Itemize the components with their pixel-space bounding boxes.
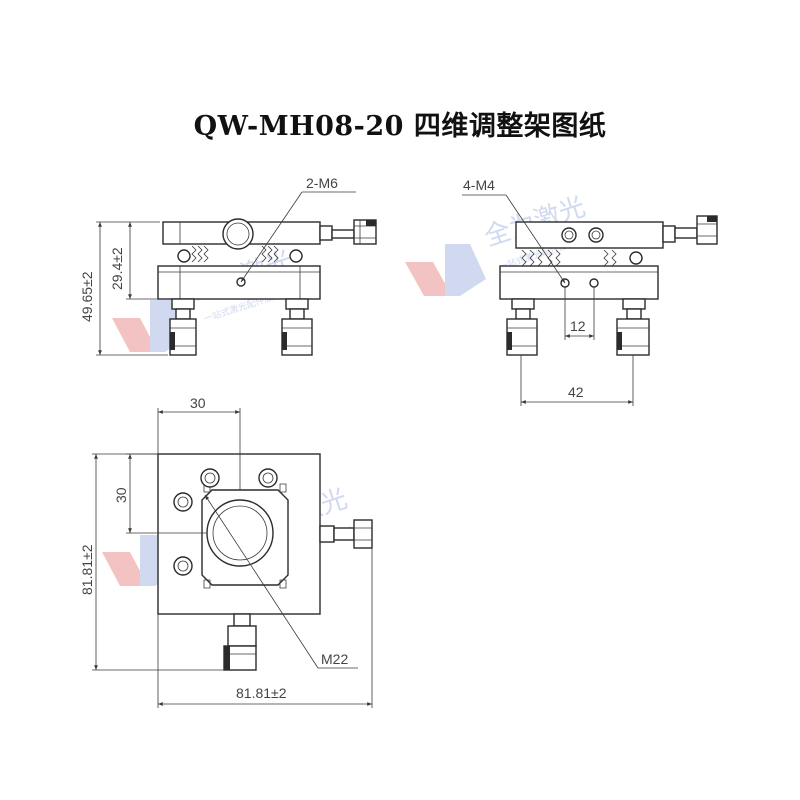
front-bottom-knob-right <box>616 298 650 356</box>
top-width-offset-dim: 30 <box>190 395 206 411</box>
side-springs <box>177 245 303 263</box>
side-upper-height-dim: 29.4±2 <box>109 247 125 290</box>
top-bottom-knob <box>223 613 257 671</box>
top-view: 30 30 81.81±2 81.81±2 M22 <box>79 395 373 708</box>
watermark-logo-red <box>112 318 158 352</box>
top-width-dim: 81.81±2 <box>236 685 287 701</box>
top-screw-bl <box>173 556 193 576</box>
top-screw-tr <box>258 468 278 488</box>
top-screw-tl <box>200 468 220 488</box>
side-right-knob <box>319 219 377 245</box>
top-screw-ml <box>173 492 193 512</box>
side-bottom-knob-right <box>281 298 313 356</box>
front-holes-label: 4-M4 <box>463 177 495 193</box>
top-height-dim: 81.81±2 <box>79 544 95 595</box>
side-holes-label: 2-M6 <box>306 175 338 191</box>
side-lens-ring <box>222 218 254 250</box>
side-total-height-dim: 49.65±2 <box>79 271 95 322</box>
front-view: 4-M4 12 42 <box>462 177 718 406</box>
side-base-plate <box>157 265 321 300</box>
drawing-title: QW-MH08-20 四维调整架图纸 <box>193 111 607 142</box>
front-knob-spacing-dim: 42 <box>568 384 584 400</box>
side-view: 2-M6 49.65±2 29.4±2 <box>79 175 377 356</box>
front-hole-spacing-dim: 12 <box>570 318 586 334</box>
watermark-logo-red <box>405 262 452 296</box>
side-bottom-knob-left <box>169 298 197 356</box>
watermark-logo-blue <box>445 244 486 296</box>
top-mount-frame <box>201 489 289 586</box>
front-base-plate <box>499 265 659 300</box>
top-thread-label: M22 <box>321 651 348 667</box>
front-bottom-knob-left <box>506 298 538 356</box>
front-right-knob <box>662 215 718 245</box>
top-height-offset-dim: 30 <box>113 487 129 503</box>
watermark-logo-red <box>102 552 148 586</box>
top-right-knob <box>319 519 373 549</box>
